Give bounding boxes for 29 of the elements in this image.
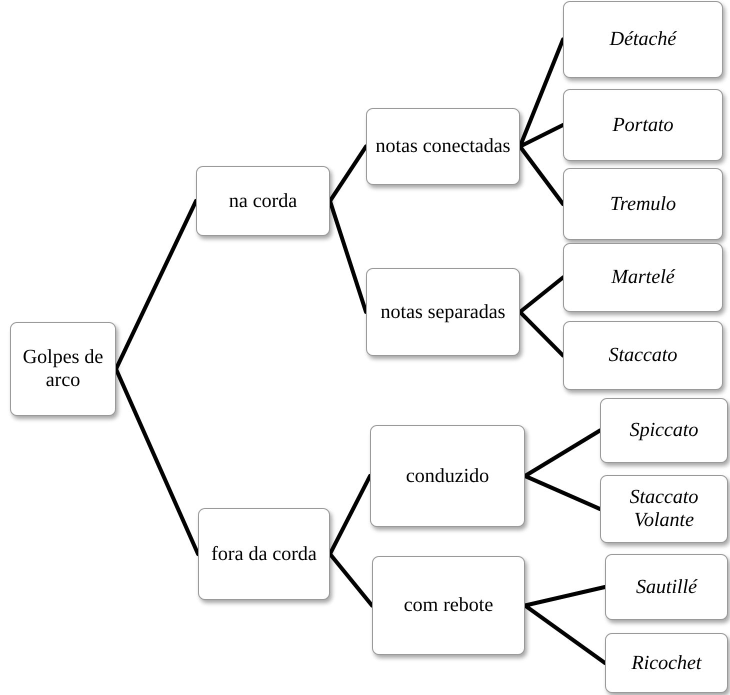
text-box: Détaché — [563, 1, 723, 78]
connector-line — [523, 474, 602, 511]
connector-line — [328, 552, 374, 608]
text-box: notas separadas — [366, 268, 520, 356]
text-box: Sautillé — [605, 554, 728, 620]
connector-line — [518, 144, 565, 206]
text-box: Golpes de arco — [10, 322, 116, 416]
text-box: Martelé — [563, 243, 723, 312]
text-box: na corda — [196, 166, 330, 236]
text-box: Staccato Volante — [600, 475, 728, 543]
text-box: Spiccato — [600, 398, 728, 463]
text-box: conduzido — [370, 425, 525, 527]
text-box: Staccato — [563, 321, 723, 390]
connector-line — [114, 367, 200, 556]
text-box: fora da corda — [198, 508, 330, 600]
connector-line — [518, 276, 565, 314]
connector-line — [328, 474, 372, 556]
connector-line — [114, 199, 198, 371]
connector-line — [523, 585, 607, 608]
text-box: Tremulo — [563, 168, 723, 240]
connector-line — [523, 428, 602, 478]
text-box: Portato — [563, 89, 723, 161]
connector-line — [518, 310, 565, 358]
text-box: notas conectadas — [366, 108, 520, 185]
text-box: Ricochet — [605, 633, 728, 693]
text-box: com rebote — [372, 556, 525, 655]
connector-line — [328, 199, 368, 314]
connector-line — [328, 144, 368, 203]
connector-line — [523, 604, 607, 665]
